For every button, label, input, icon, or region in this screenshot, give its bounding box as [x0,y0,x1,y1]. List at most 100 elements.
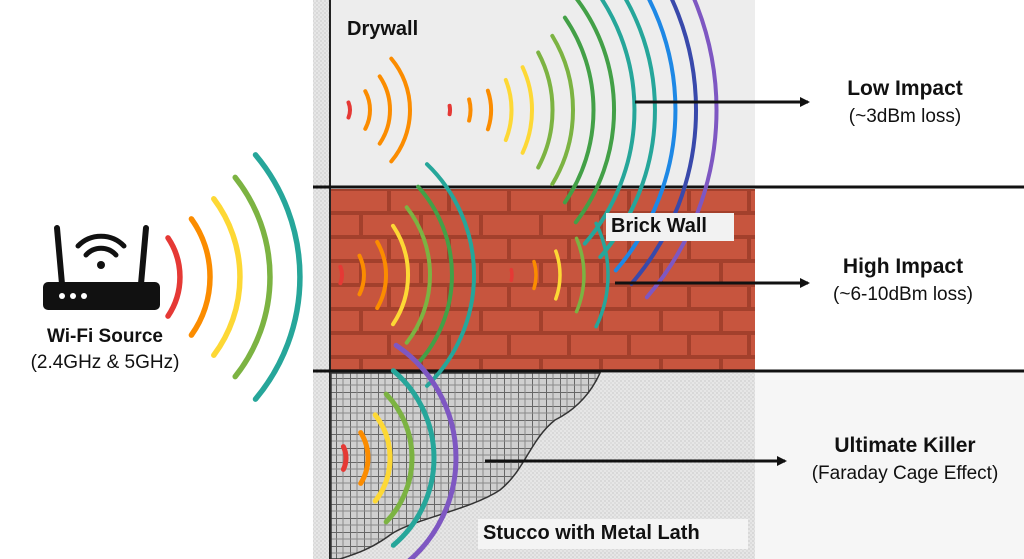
source-wave-arc [252,152,303,402]
source-wave-arc [211,196,243,358]
brick [603,263,659,283]
brick [511,287,567,307]
brick [571,287,627,307]
brick [391,239,447,259]
stucco-wave-arc [372,412,393,504]
brick [691,335,747,355]
source-wave-arc [188,216,213,338]
brick [363,359,419,369]
drywall-wave-arc [582,0,637,246]
brick-wave-arc [338,264,344,286]
brick [511,191,567,211]
brick [723,263,755,283]
brick [391,191,447,211]
drywall-wave-arc [363,89,372,131]
brick [391,287,447,307]
brick [451,287,507,307]
drywall-wave-arc [550,33,575,187]
drywall-wave-arc [536,50,555,170]
source-wave-arc [165,235,183,319]
brick [543,263,599,283]
drywall-wave-arc [573,0,617,225]
ultimate-killer-detail: (Faraday Cage Effect) [811,463,999,484]
brick [331,191,387,211]
brick [723,311,755,331]
brick-wave-arc [375,240,388,310]
brick [543,359,599,369]
stucco-wave-arc [358,430,371,486]
stucco-wave-arc [383,391,415,525]
brick-wave-arc [425,162,477,388]
stucco-wave-arcs [340,342,459,559]
drywall-wave-arc [346,100,352,120]
brick [331,287,387,307]
brick [331,311,359,331]
drywall-wave-arc [520,65,534,155]
brick-wave-arc [357,253,366,297]
brick [483,311,539,331]
brick [331,215,359,235]
drywall-wave-arc [485,88,493,132]
drywall-wave-arc [467,97,473,123]
brick [571,335,627,355]
drywall-wave-arc [562,15,596,205]
brick [631,335,687,355]
brick [331,263,359,283]
source-subtitle: (2.4GHz & 5GHz) [30,352,180,373]
brick [451,335,507,355]
brick-wave-arc [391,223,411,327]
brick [511,335,567,355]
source-wave-arc [232,174,273,380]
brick-wave-arc [404,205,432,345]
low-impact-title: Low Impact [847,77,963,100]
brick [483,215,539,235]
ultimate-killer-title: Ultimate Killer [834,434,976,457]
brick [603,359,659,369]
drywall-label: Drywall [347,18,419,40]
drywall-wave-arc [503,78,514,142]
high-impact-title: High Impact [842,255,964,278]
right-dotted-area [755,373,1024,559]
brick [331,335,387,355]
source-title: Wi-Fi Source [47,326,163,347]
brick [663,311,719,331]
drywall-wave-arc [389,56,412,164]
drywall-wave-arc [377,74,392,146]
wall-edge-strip [313,0,329,559]
stucco-label-bg [478,519,748,549]
brick [543,311,599,331]
brick [691,239,747,259]
brick [423,215,479,235]
brick [663,359,719,369]
brick-wave-arcs [338,162,610,388]
brick [451,239,507,259]
stucco-wave-arc [340,444,349,472]
brick [751,239,755,259]
brick-wave-arc-weak [509,267,514,283]
stucco-label: Stucco with Metal Lath [483,522,700,544]
brick [483,359,539,369]
wifi-symbol-icon [75,233,127,269]
source-wave-arcs [165,152,303,402]
brick-wave-arc-weak [574,236,586,314]
brick [451,191,507,211]
brick-wave-arc [416,184,454,366]
brick-label-bg [606,213,734,241]
stucco-wave-arc [390,368,437,548]
stucco-wave-arc [393,342,459,559]
brick [363,311,419,331]
brick [631,287,687,307]
brick [751,335,755,355]
brick [723,359,755,369]
brick [751,191,755,211]
brick-wave-arc-weak [594,221,610,329]
brick [363,263,419,283]
brick [663,263,719,283]
brick [691,287,747,307]
brick [363,215,419,235]
brick [543,215,599,235]
drywall-wave-arc [644,0,719,300]
router-icon [43,225,160,310]
brick [331,359,359,369]
